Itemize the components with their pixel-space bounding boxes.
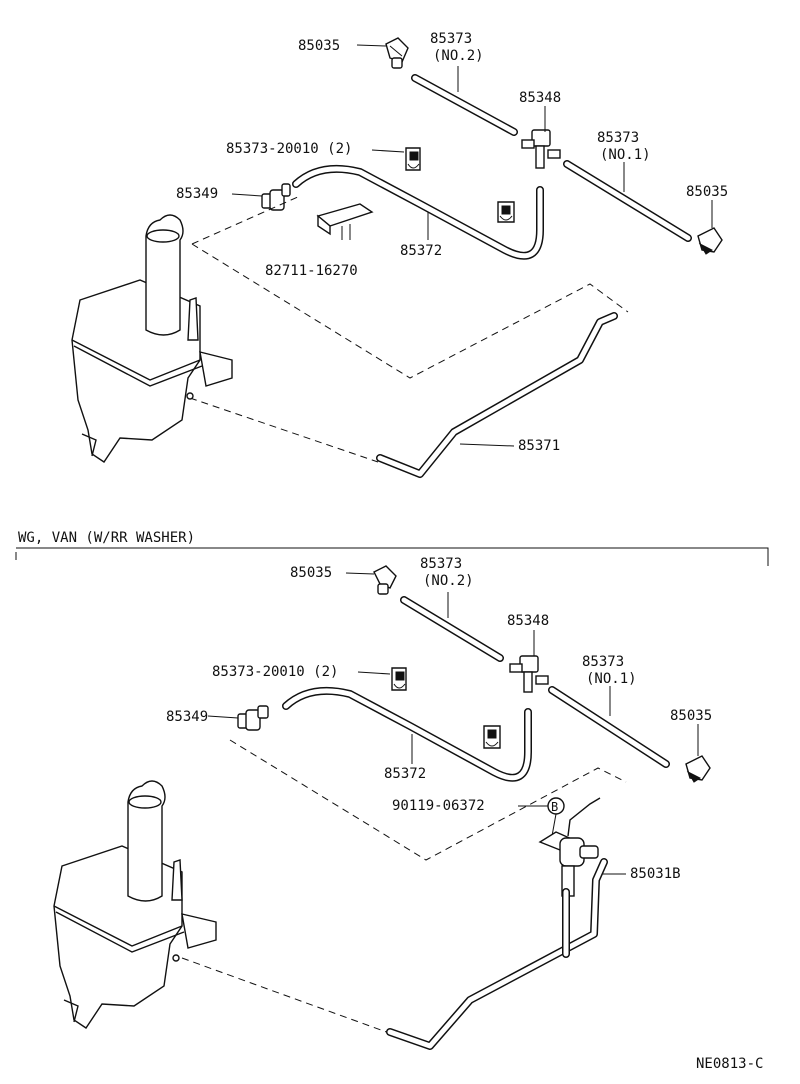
label-joint-top: 85348	[519, 90, 561, 106]
section-bracket	[15, 547, 769, 566]
guide-top-1	[191, 195, 301, 245]
clamp-bottom-1[interactable]	[391, 667, 407, 691]
bottom-assembly: 85035 85373 (NO.2) 85348 85373 (NO.1)	[53, 556, 712, 1050]
reservoir-top[interactable]	[71, 214, 233, 463]
leader-check-valve-top	[231, 193, 263, 197]
label-pipe-top: 85371	[518, 438, 560, 454]
nozzle-left-bottom[interactable]	[373, 565, 397, 595]
clamp-top-2[interactable]	[497, 201, 515, 223]
leader-bolt-to-pump	[551, 813, 557, 837]
label-hose-no1-bottom-sub: (NO.1)	[586, 671, 637, 687]
label-hose-main-bottom: 85372	[384, 766, 426, 782]
check-valve-bottom[interactable]	[237, 705, 269, 731]
joint-bottom[interactable]	[509, 655, 549, 693]
joint-top[interactable]	[521, 129, 561, 169]
hose-no1-top[interactable]	[563, 160, 692, 242]
label-pump: 85031B	[630, 866, 681, 882]
nozzle-right-top[interactable]	[697, 227, 723, 255]
label-clip-top: 82711-16270	[265, 263, 358, 279]
label-nozzle-left-top: 85035	[298, 38, 340, 54]
label-clamp-top: 85373-20010 (2)	[226, 141, 352, 157]
label-nozzle-right-top: 85035	[686, 184, 728, 200]
label-hose-no1-top-sub: (NO.1)	[600, 147, 651, 163]
leader-nozzle-left-bottom	[345, 572, 375, 575]
hose-no1-bottom[interactable]	[548, 686, 670, 768]
label-hose-main-top: 85372	[400, 243, 442, 259]
hose-main-top[interactable]	[292, 164, 544, 260]
guide-bottom-1	[229, 739, 627, 861]
clip-top[interactable]	[316, 203, 374, 240]
check-valve-top[interactable]	[261, 183, 291, 211]
guide-top-3	[189, 397, 379, 463]
leader-clamp-bottom	[357, 671, 391, 675]
label-hose-no2-bottom-num: 85373	[420, 556, 462, 572]
label-nozzle-left-bottom: 85035	[290, 565, 332, 581]
label-clamp-bottom: 85373-20010 (2)	[212, 664, 338, 680]
label-hose-no2-top-sub: (NO.2)	[433, 48, 484, 64]
label-check-valve-bottom: 85349	[166, 709, 208, 725]
leader-pipe-top	[459, 443, 515, 447]
label-bolt: 90119-06372	[392, 798, 485, 814]
label-hose-no1-top-num: 85373	[597, 130, 639, 146]
leader-check-valve-bottom	[207, 715, 239, 719]
label-hose-no1-bottom-num: 85373	[582, 654, 624, 670]
svg-text:B: B	[551, 800, 558, 814]
leader-nozzle-left-top	[356, 44, 387, 47]
clamp-bottom-2[interactable]	[483, 725, 501, 749]
label-nozzle-right-bottom: 85035	[670, 708, 712, 724]
nozzle-left-top[interactable]	[385, 37, 409, 69]
reservoir-bottom[interactable]	[53, 780, 217, 1029]
hose-no2-bottom[interactable]	[400, 596, 504, 662]
figure-code: NE0813-C	[696, 1056, 763, 1072]
guide-bottom-2	[181, 957, 393, 1035]
nozzle-right-bottom[interactable]	[685, 755, 711, 783]
top-assembly: 85035 85373 (NO.2) 85348 85373 (NO.1)	[71, 31, 728, 478]
washer-pump[interactable]	[538, 797, 601, 897]
section-title: WG, VAN (W/RR WASHER)	[18, 530, 195, 546]
bolt-marker: B	[547, 797, 565, 815]
pipe-top[interactable]	[376, 312, 618, 478]
guide-top-2	[191, 243, 629, 379]
leader-clamp-top	[371, 149, 405, 153]
pipe-bottom[interactable]	[386, 858, 608, 1050]
clamp-top-1[interactable]	[405, 147, 421, 171]
label-joint-bottom: 85348	[507, 613, 549, 629]
label-hose-no2-bottom-sub: (NO.2)	[423, 573, 474, 589]
label-hose-no2-top-num: 85373	[430, 31, 472, 47]
label-check-valve-top: 85349	[176, 186, 218, 202]
hose-main-bottom[interactable]	[282, 686, 532, 782]
hose-no2-top[interactable]	[411, 74, 518, 136]
